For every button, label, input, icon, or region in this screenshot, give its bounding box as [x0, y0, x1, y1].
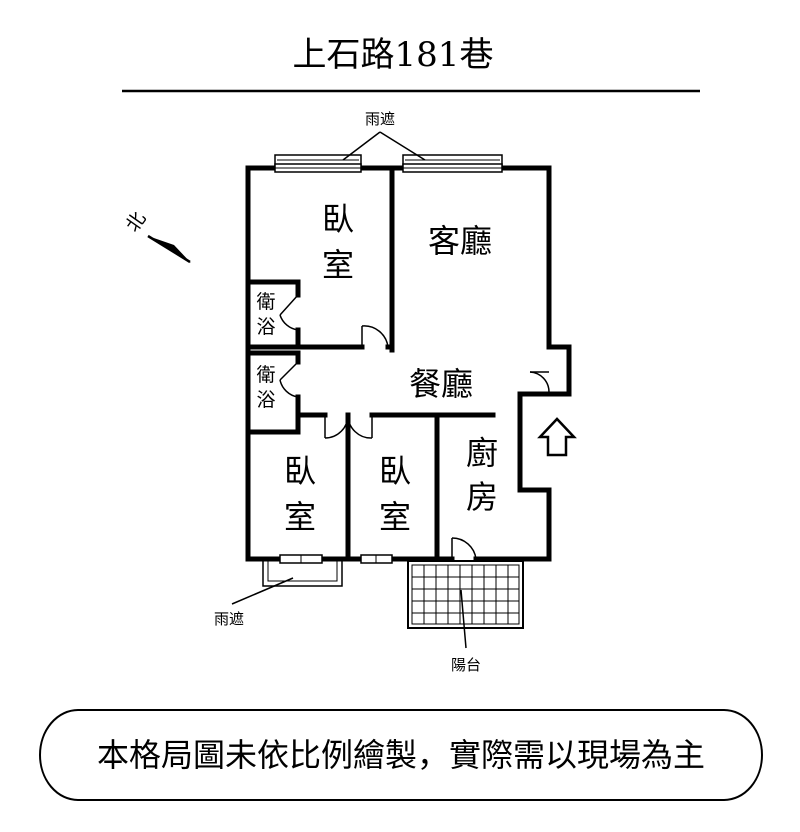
windows — [274, 163, 503, 564]
bedroom-left-label-1: 臥 — [284, 452, 316, 490]
kitchen-label-2: 房 — [466, 478, 498, 516]
balcony — [407, 560, 524, 649]
living-room-label: 客廳 — [428, 222, 492, 260]
north-label: 北 — [122, 208, 151, 236]
kitchen-label-1: 廚 — [466, 434, 498, 472]
street-title: 上石路181巷 — [293, 35, 494, 75]
bath-upper-label-1: 衛 — [256, 291, 275, 313]
walls — [245, 165, 572, 562]
balcony-label: 陽台 — [451, 656, 481, 674]
entrance-arrow-icon — [537, 417, 577, 457]
bedroom-top-label-2: 室 — [322, 246, 354, 284]
north-arrow: 北 — [122, 208, 191, 264]
dining-room-label: 餐廳 — [409, 365, 473, 403]
disclaimer-text: 本格局圖未依比例繪製，實際需以現場為主 — [97, 736, 705, 774]
bath-upper-label-2: 浴 — [256, 316, 275, 338]
bath-lower-label-2: 浴 — [256, 389, 275, 411]
bottom-awning — [231, 561, 343, 605]
awning-bottom-label: 雨遮 — [214, 610, 244, 628]
bedroom-top-label-1: 臥 — [322, 200, 354, 238]
bedroom-mid-label-1: 臥 — [379, 452, 411, 490]
doors — [279, 294, 550, 560]
disclaimer-box — [39, 709, 763, 801]
awning-top-label: 雨遮 — [365, 110, 395, 128]
bath-lower-label-1: 衛 — [256, 364, 275, 386]
top-awnings — [274, 131, 503, 168]
bedroom-left-label-2: 室 — [284, 498, 316, 536]
bedroom-mid-label-2: 室 — [379, 498, 411, 536]
